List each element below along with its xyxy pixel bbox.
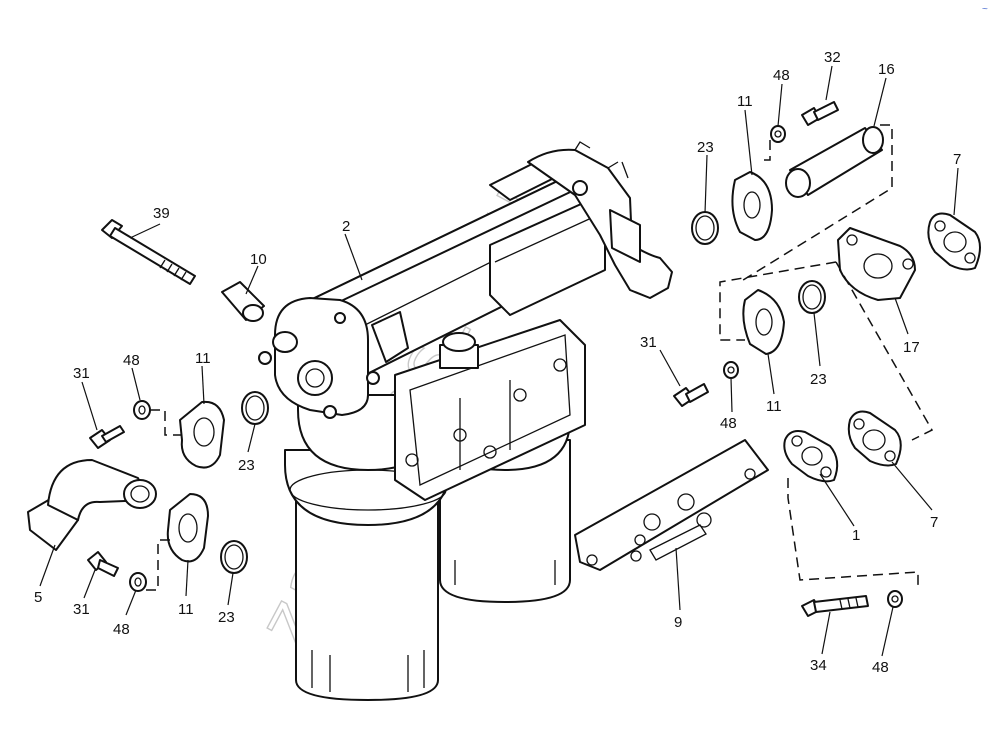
callout-23-left-bottom: 23	[218, 609, 235, 626]
callout-34: 34	[810, 657, 827, 674]
callout-48-left-bottom: 48	[113, 621, 130, 638]
callout-31-left-top: 31	[73, 365, 90, 382]
callout-16: 16	[878, 61, 895, 78]
long-bolt-39	[101, 219, 196, 285]
corner-mark: ~	[982, 4, 988, 15]
right-lower-fittings	[783, 410, 919, 617]
elbow-pipe-5	[27, 459, 157, 551]
housing-end-flange	[258, 297, 380, 419]
callout-1: 1	[852, 527, 860, 544]
mounting-bracket	[394, 319, 586, 501]
callout-48-right-top: 48	[773, 67, 790, 84]
callout-11-left-bottom: 11	[178, 601, 194, 618]
callout-31-right: 31	[640, 334, 657, 351]
callout-23-right-middle: 23	[810, 371, 827, 388]
callout-7-upper: 7	[953, 151, 961, 168]
callout-9: 9	[674, 614, 682, 631]
callout-2: 2	[342, 218, 350, 235]
flange-17	[837, 227, 916, 301]
spacer-sleeve-10	[221, 281, 265, 322]
callout-7-lower: 7	[930, 514, 938, 531]
callout-11-right-middle: 11	[766, 398, 782, 415]
callout-11-right-top: 11	[737, 93, 753, 110]
callout-48-left-top: 48	[123, 352, 140, 369]
callout-17: 17	[903, 339, 920, 356]
callout-39: 39	[153, 205, 170, 222]
callout-48-right-bottom: 48	[872, 659, 889, 676]
callout-23-right-top: 23	[697, 139, 714, 156]
leader-lines	[39, 65, 959, 657]
right-upper-fittings	[691, 101, 893, 283]
callout-48-right-middle: 48	[720, 415, 737, 432]
callout-32: 32	[824, 49, 841, 66]
right-middle-fittings	[673, 261, 934, 441]
callout-10: 10	[250, 251, 267, 268]
filter-canister-rear	[439, 439, 571, 603]
callout-23-left-top: 23	[238, 457, 255, 474]
callout-labels: 39 2 10 31 48 11 23 5 31 48 11 23 23 11 …	[34, 49, 961, 676]
gasket-plate-9	[574, 439, 769, 571]
callout-31-left-bottom: 31	[73, 601, 90, 618]
left-fittings	[87, 391, 269, 592]
callout-5: 5	[34, 589, 42, 606]
gasket-7-upper	[927, 212, 981, 271]
housing-outlet-elbow	[527, 141, 673, 299]
callout-11-left-top: 11	[195, 350, 211, 367]
